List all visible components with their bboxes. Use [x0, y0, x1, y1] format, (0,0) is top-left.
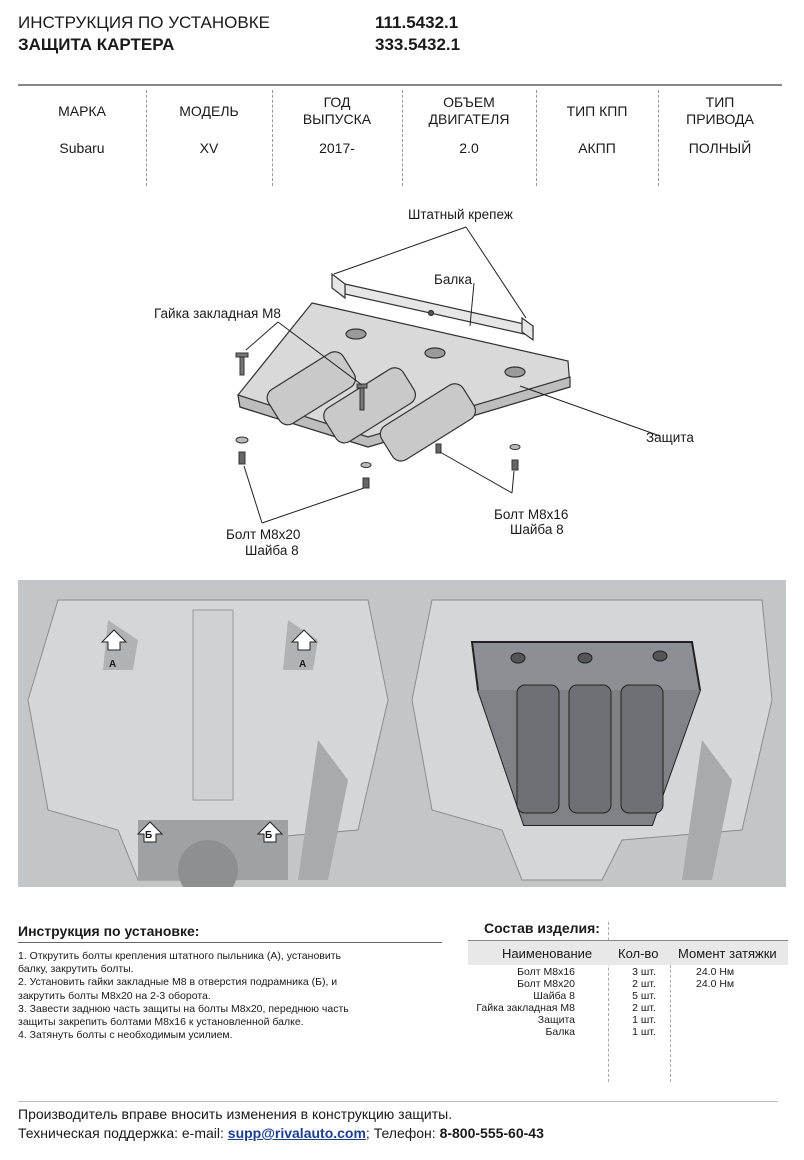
product-codes: 111.5432.1 333.5432.1: [375, 12, 460, 56]
spec-col-brand: МАРКА Subaru: [18, 86, 146, 186]
label-embedded-nut: Гайка закладная М8: [154, 306, 281, 321]
marker-a-right: А: [299, 659, 307, 670]
part-qty: 2 шт.: [632, 978, 656, 990]
col-torque-header: Момент затяжки: [678, 946, 777, 961]
leader-lines: [243, 226, 661, 524]
instructions-list: 1. Открутить болты крепления штатного пы…: [18, 950, 458, 1042]
spec-value: ПОЛНЫЙ: [688, 140, 752, 156]
instruction-line: закрутить болты М8х20 на 2-3 оборота.: [18, 989, 211, 1002]
instruction-line: 4. Затянуть болты с необходимым усилием.: [18, 1029, 233, 1042]
spec-header-2: ПРИВОДА: [686, 111, 754, 127]
footer-disclaimer: Производитель вправе вносить изменения в…: [18, 1106, 453, 1122]
product-code-2: 333.5432.1: [375, 35, 461, 54]
part-name: Гайка закладная М8: [476, 1002, 575, 1014]
spec-value: Subaru: [59, 140, 105, 156]
composition-row: Балка 1 шт.: [468, 1026, 788, 1038]
composition-divider: [608, 922, 609, 1082]
underbody-photo-after: [402, 580, 786, 887]
spec-header: МОДЕЛЬ: [179, 102, 239, 119]
label-beam: Балка: [434, 272, 472, 287]
col-qty-header: Кол-во: [618, 946, 659, 961]
bolts-drawing: [235, 436, 521, 489]
instruction-line: 2. Установить гайки закладные М8 в отвер…: [18, 976, 338, 989]
composition-row: Гайка закладная М8 2 шт.: [468, 1002, 788, 1014]
support-label: Техническая поддержка: e-mail:: [18, 1125, 228, 1141]
spec-header-2: ДВИГАТЕЛЯ: [428, 111, 510, 127]
part-name: Шайба 8: [533, 990, 575, 1002]
instruction-line: балку, закрутить болты.: [18, 963, 134, 976]
instructions-title: Инструкция по установке:: [18, 923, 200, 939]
marker-a-left: А: [109, 659, 117, 670]
composition-row: Болт М8х20 2 шт. 24.0 Нм: [468, 978, 788, 990]
spec-value: 2017-: [319, 140, 355, 156]
support-phone: 8-800-555-60-43: [439, 1125, 544, 1141]
composition-row: Защита 1 шт.: [468, 1014, 788, 1026]
spec-col-model: МОДЕЛЬ XV: [146, 86, 272, 186]
spec-divider: [658, 90, 659, 186]
part-qty: 5 шт.: [632, 990, 656, 1002]
marker-b-left: Б: [145, 830, 153, 841]
part-name: Балка: [545, 1026, 575, 1038]
support-email-link[interactable]: supp@rivalauto.com: [227, 1125, 366, 1141]
composition-header-row: Наименование Кол-во Момент затяжки: [468, 940, 788, 965]
spec-col-transmission: ТИП КПП АКПП: [536, 86, 658, 186]
part-qty: 3 шт.: [632, 966, 656, 978]
spec-divider: [146, 90, 147, 186]
spec-value: XV: [199, 140, 219, 156]
spec-value: 2.0: [459, 140, 479, 156]
composition-row: Болт М8х16 3 шт. 24.0 Нм: [468, 966, 788, 978]
spec-value: АКПП: [578, 140, 616, 156]
part-torque: 24.0 Нм: [696, 978, 735, 990]
spec-header-2: ВЫПУСКА: [302, 111, 372, 127]
spec-header: ТИП: [705, 94, 735, 110]
spec-divider: [272, 90, 273, 186]
title-line-1: ИНСТРУКЦИЯ ПО УСТАНОВКЕ: [18, 13, 270, 32]
instruction-line: 3. Завести заднюю часть защиты на болты …: [18, 1002, 349, 1015]
part-name: Защита: [537, 1014, 575, 1026]
composition-row: Шайба 8 5 шт.: [468, 990, 788, 1002]
spec-header: ОБЪЕМ: [443, 94, 495, 110]
label-washer-8-a: Шайба 8: [245, 543, 299, 558]
footer-support: Техническая поддержка: e-mail: supp@riva…: [18, 1125, 544, 1141]
exploded-assembly-diagram: [235, 226, 661, 524]
part-name: Болт М8х20: [517, 978, 575, 990]
label-bolt-m8x20: Болт М8х20: [226, 527, 301, 542]
footer-divider: [18, 1101, 778, 1102]
spec-header: ТИП КПП: [566, 102, 628, 119]
composition-divider: [670, 940, 671, 1082]
label-standard-fasteners: Штатный крепеж: [408, 207, 513, 222]
spec-header: ГОД: [323, 94, 351, 110]
marker-b-right: Б: [265, 830, 273, 841]
composition-title: Состав изделия:: [484, 920, 600, 936]
spec-divider: [402, 90, 403, 186]
spec-header: МАРКА: [58, 102, 106, 119]
underbody-photo-before: А А Б Б: [18, 580, 402, 887]
instructions-divider: [18, 942, 442, 943]
part-qty: 2 шт.: [632, 1002, 656, 1014]
label-guard: Защита: [646, 430, 694, 445]
label-washer-8-b: Шайба 8: [510, 522, 564, 537]
phone-label: ; Телефон:: [365, 1125, 440, 1141]
instruction-line: 1. Открутить болты крепления штатного пы…: [18, 950, 342, 962]
instruction-line: защиты закрепить болтами М8х16 к установ…: [18, 1016, 304, 1029]
part-name: Болт М8х16: [517, 966, 575, 978]
embedded-nut-drawing: [235, 352, 368, 411]
guard-plate-drawing: [237, 302, 571, 462]
part-qty: 1 шт.: [632, 1014, 656, 1026]
part-qty: 1 шт.: [632, 1026, 656, 1038]
document-title: ИНСТРУКЦИЯ ПО УСТАНОВКЕ ЗАЩИТА КАРТЕРА: [18, 12, 270, 56]
part-torque: 24.0 Нм: [696, 966, 735, 978]
product-code-1: 111.5432.1: [375, 13, 459, 32]
col-name-header: Наименование: [502, 946, 593, 961]
spec-divider: [536, 90, 537, 186]
composition-rows: Болт М8х16 3 шт. 24.0 Нм Болт М8х20 2 шт. 24…: [468, 966, 788, 1038]
title-line-2: ЗАЩИТА КАРТЕРА: [18, 35, 175, 54]
beam-drawing: [331, 272, 534, 342]
label-bolt-m8x16: Болт М8х16: [494, 507, 569, 522]
